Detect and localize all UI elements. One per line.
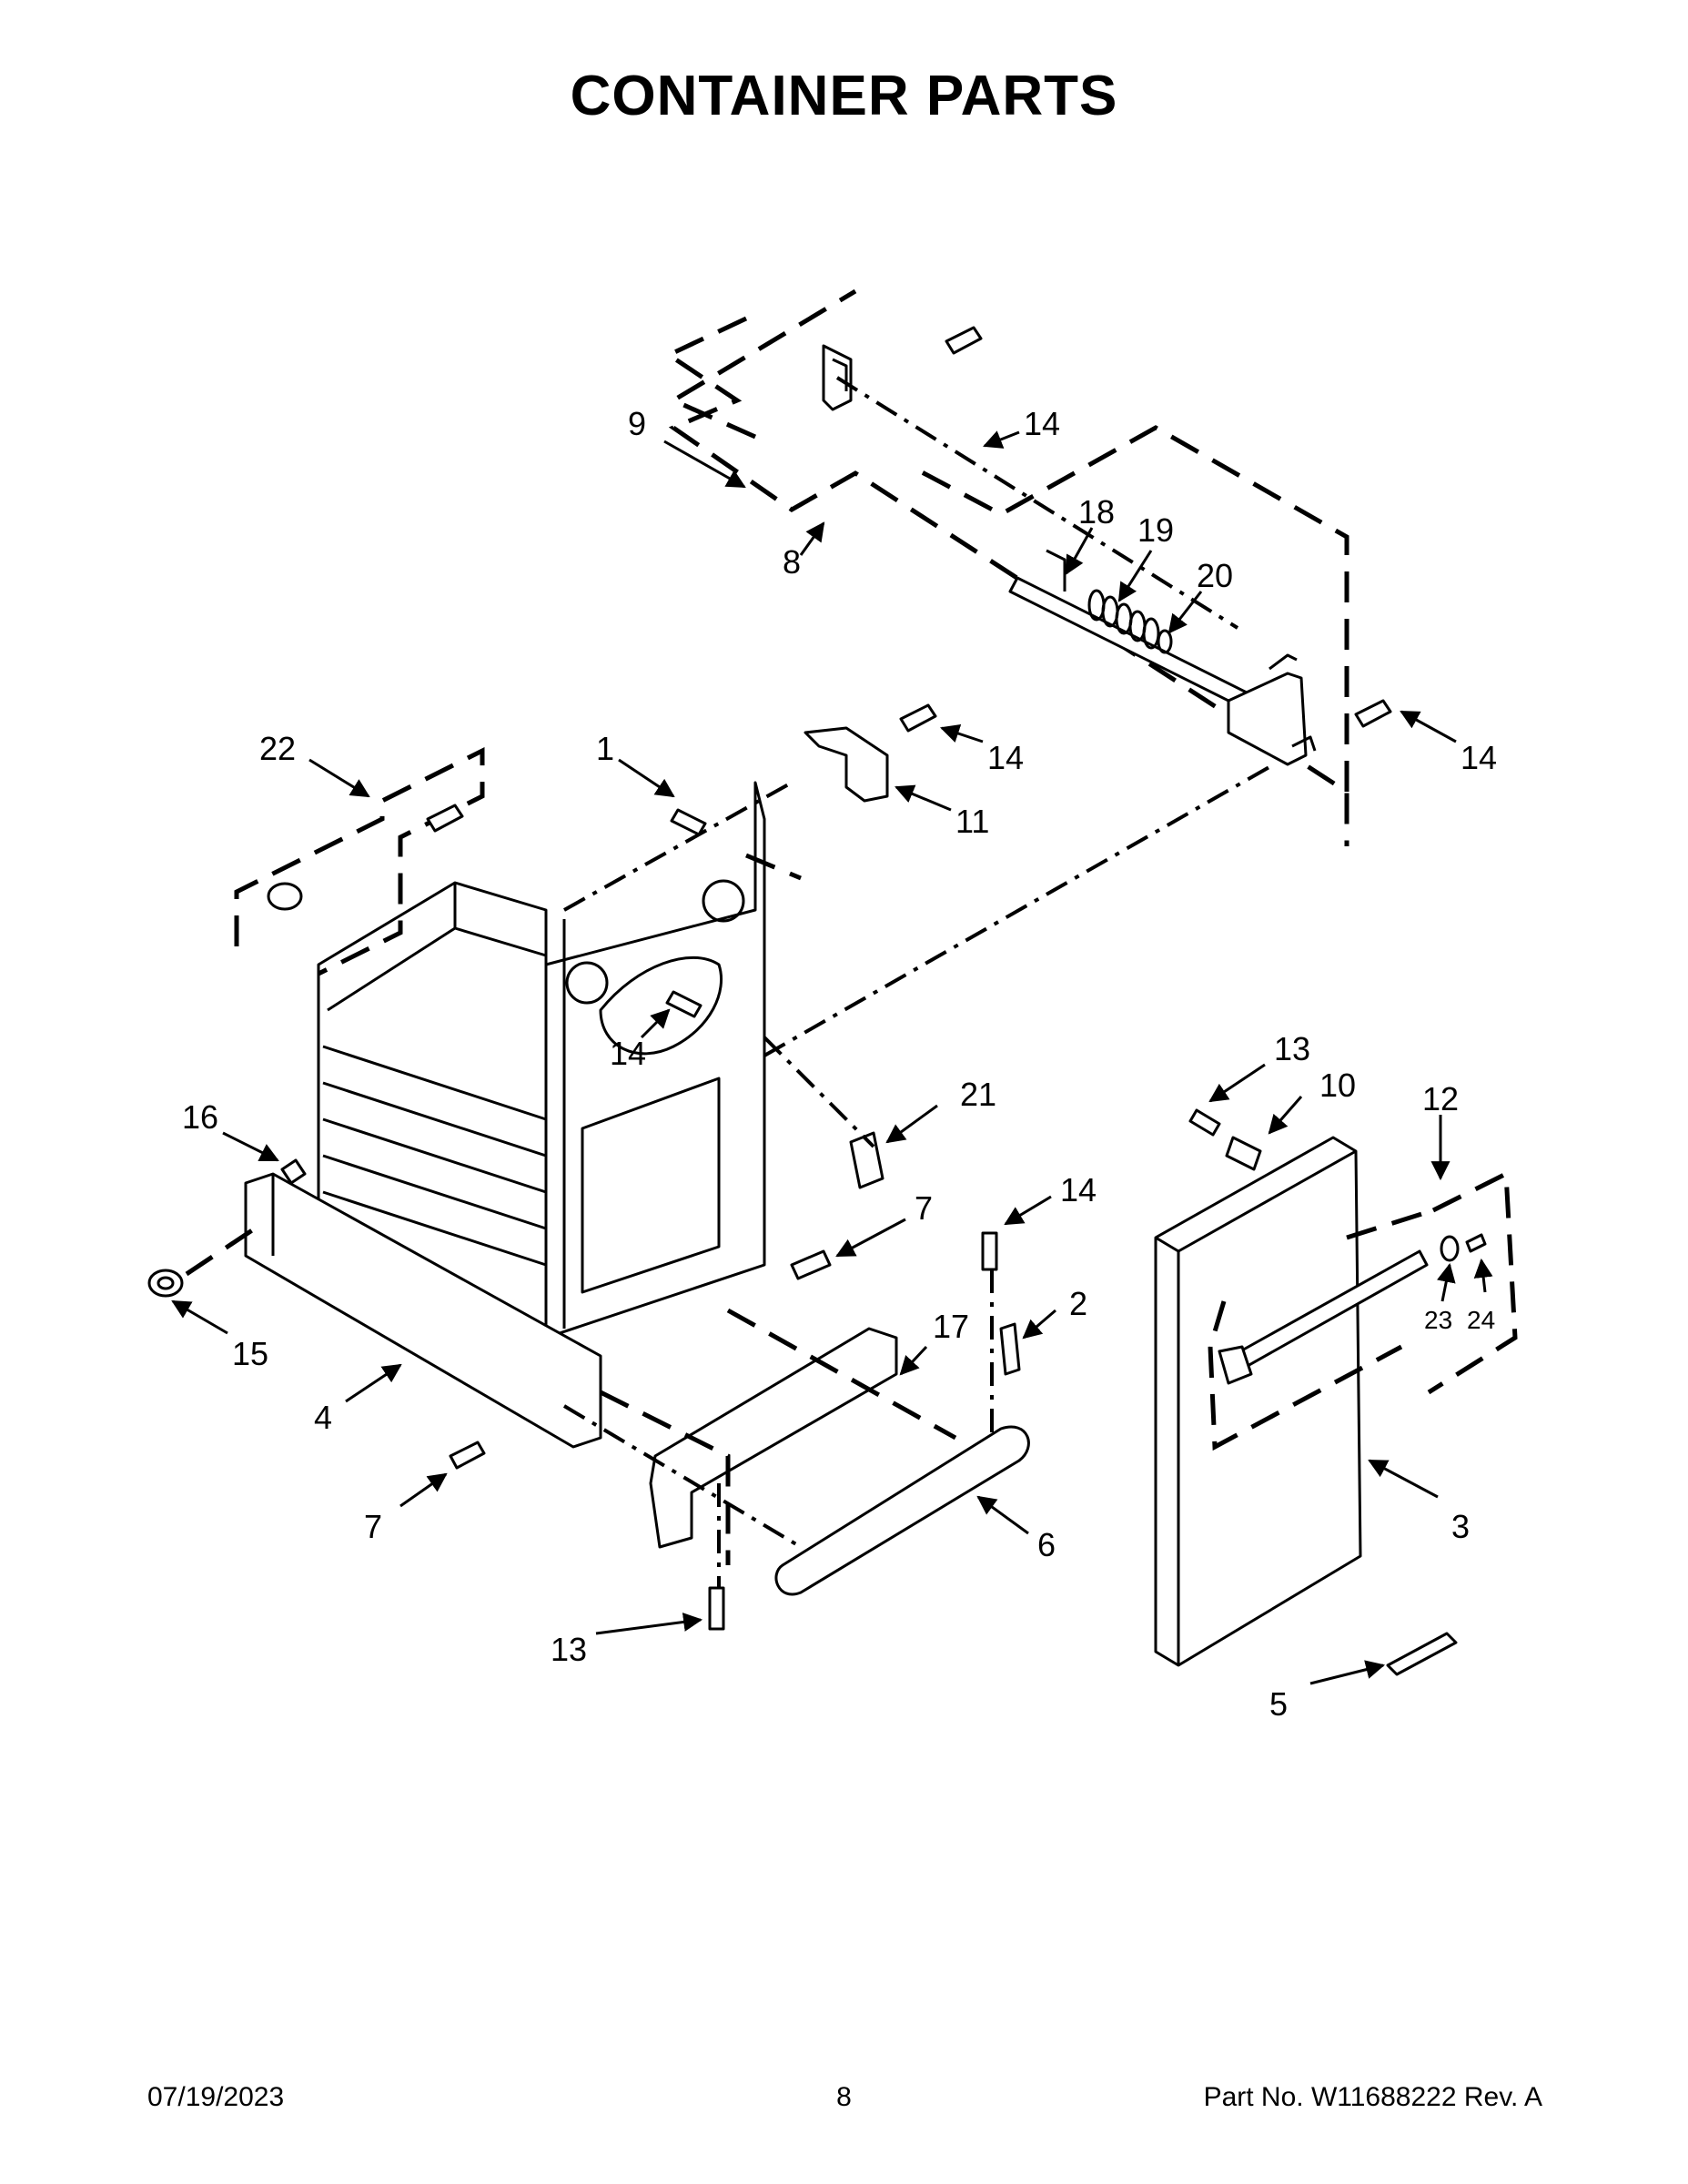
callout-14: 14 xyxy=(1060,1171,1097,1208)
axis-15 xyxy=(185,1226,257,1277)
clip-21 xyxy=(849,1131,884,1189)
group-12-outline-2 xyxy=(1208,1208,1434,1348)
callout-14: 14 xyxy=(1024,405,1060,442)
door-panel-3 xyxy=(1154,1136,1362,1667)
callout-4: 4 xyxy=(314,1399,332,1436)
container-body xyxy=(317,781,766,1340)
part-2 xyxy=(999,1322,1021,1376)
screw-1 xyxy=(670,808,707,836)
callout-19: 19 xyxy=(1137,511,1174,549)
callout-20: 20 xyxy=(1197,557,1233,594)
callout-2: 2 xyxy=(1069,1285,1087,1322)
screw-15 xyxy=(147,1269,184,1298)
screw-14-right xyxy=(1354,699,1392,728)
spring-19 xyxy=(1087,589,1160,650)
callout-18: 18 xyxy=(1078,493,1115,531)
screw-14-interior xyxy=(665,990,702,1018)
callout-22: 22 xyxy=(259,730,296,767)
handle-6 xyxy=(774,1425,1030,1596)
footer-part-number: Part No. W11688222 Rev. A xyxy=(1203,2082,1542,2112)
screw-14-upper-mid xyxy=(899,703,937,733)
screw-24 xyxy=(1465,1233,1487,1253)
callout-14: 14 xyxy=(610,1035,646,1072)
door-handle-12 xyxy=(1218,1249,1429,1385)
axis-21 xyxy=(763,1036,875,1148)
callout-14: 14 xyxy=(987,739,1024,776)
bracket-11 xyxy=(804,726,889,803)
callout-7: 7 xyxy=(915,1189,933,1227)
callout-17: 17 xyxy=(933,1308,969,1345)
callout-24: 24 xyxy=(1467,1306,1495,1334)
axis-1b xyxy=(745,853,802,881)
callout-13: 13 xyxy=(1274,1030,1310,1067)
axis-line-top xyxy=(835,376,1239,630)
group-22-outline xyxy=(234,746,485,976)
page-title: CONTAINER PARTS xyxy=(570,65,1118,127)
group-9-outline-left xyxy=(668,288,857,440)
screw-14-top xyxy=(945,326,983,355)
callout-15: 15 xyxy=(232,1335,268,1372)
callout-8: 8 xyxy=(783,543,801,581)
hinge-plate xyxy=(1227,653,1317,766)
axis-long xyxy=(763,763,1275,1057)
callout-11: 11 xyxy=(955,803,989,840)
washer-23 xyxy=(1440,1235,1460,1262)
screw-7-upper xyxy=(790,1249,832,1280)
callout-1: 1 xyxy=(596,730,614,767)
callout-12: 12 xyxy=(1422,1080,1459,1117)
callout-5: 5 xyxy=(1269,1685,1288,1723)
footer-page-number: 8 xyxy=(836,2082,852,2112)
callout-21: 21 xyxy=(960,1076,996,1113)
callout-7: 7 xyxy=(364,1508,382,1545)
callout-3: 3 xyxy=(1451,1508,1470,1545)
footer-date: 07/19/2023 xyxy=(147,2082,285,2112)
screw-13-upper xyxy=(1188,1108,1221,1137)
nameplate-5 xyxy=(1386,1632,1458,1676)
part-16 xyxy=(280,1158,307,1185)
callout-13: 13 xyxy=(551,1631,587,1668)
screw-13-lower xyxy=(708,1586,725,1631)
callout-14: 14 xyxy=(1461,739,1497,776)
bottom-rail-4 xyxy=(244,1172,602,1449)
bushing-10 xyxy=(1225,1136,1262,1171)
callout-23: 23 xyxy=(1424,1306,1452,1334)
knob-22 xyxy=(267,882,303,911)
screw-7-lower xyxy=(449,1441,486,1470)
screw-14-part2 xyxy=(981,1231,998,1271)
callout-6: 6 xyxy=(1037,1526,1056,1563)
screw-22 xyxy=(426,804,464,833)
axis-6c xyxy=(726,1308,957,1441)
callout-9: 9 xyxy=(628,405,646,442)
group-12-outline xyxy=(1208,1170,1518,1451)
bracket-17 xyxy=(649,1327,898,1549)
axis-6a xyxy=(599,1390,731,1565)
callout-10: 10 xyxy=(1319,1067,1356,1104)
group-9-outline xyxy=(663,316,1349,846)
callout-16: 16 xyxy=(182,1098,218,1136)
washer-20 xyxy=(1157,629,1173,654)
